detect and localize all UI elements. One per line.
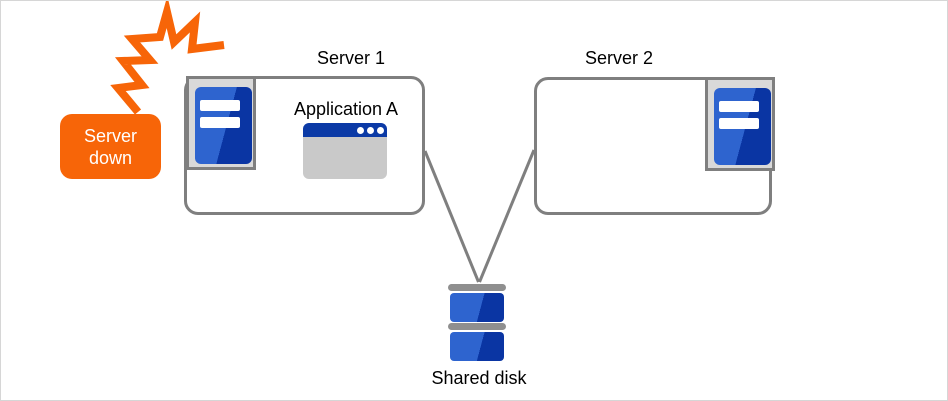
server2-label: Server 2 <box>584 48 654 68</box>
connector-server2-disk <box>478 149 536 283</box>
application-label: Application A <box>293 99 399 119</box>
app-window-titlebar <box>303 123 387 137</box>
server-slot <box>200 117 240 128</box>
server-slot <box>719 101 759 112</box>
server-tower-icon <box>714 88 771 165</box>
shared-disk-label: Shared disk <box>431 368 527 388</box>
server-slot <box>719 118 759 129</box>
app-window-icon <box>303 123 387 179</box>
server1-icon-holder <box>186 76 256 170</box>
shared-disk-icon <box>450 332 504 361</box>
shared-disk-icon <box>448 323 506 330</box>
server-down-line1: Server <box>83 125 137 146</box>
connector-server1-disk <box>423 150 480 283</box>
server-tower-icon <box>195 87 252 164</box>
server1-label: Server 1 <box>316 48 386 68</box>
window-dot-icon <box>367 127 374 134</box>
server-down-badge: Server down <box>60 114 161 179</box>
window-dot-icon <box>377 127 384 134</box>
app-window-body <box>303 137 387 179</box>
server-slot <box>200 100 240 111</box>
shared-disk-icon <box>450 293 504 322</box>
shared-disk-icon <box>448 284 506 291</box>
server-down-line2: down <box>88 147 133 168</box>
window-dot-icon <box>357 127 364 134</box>
server2-icon-holder <box>705 77 775 171</box>
